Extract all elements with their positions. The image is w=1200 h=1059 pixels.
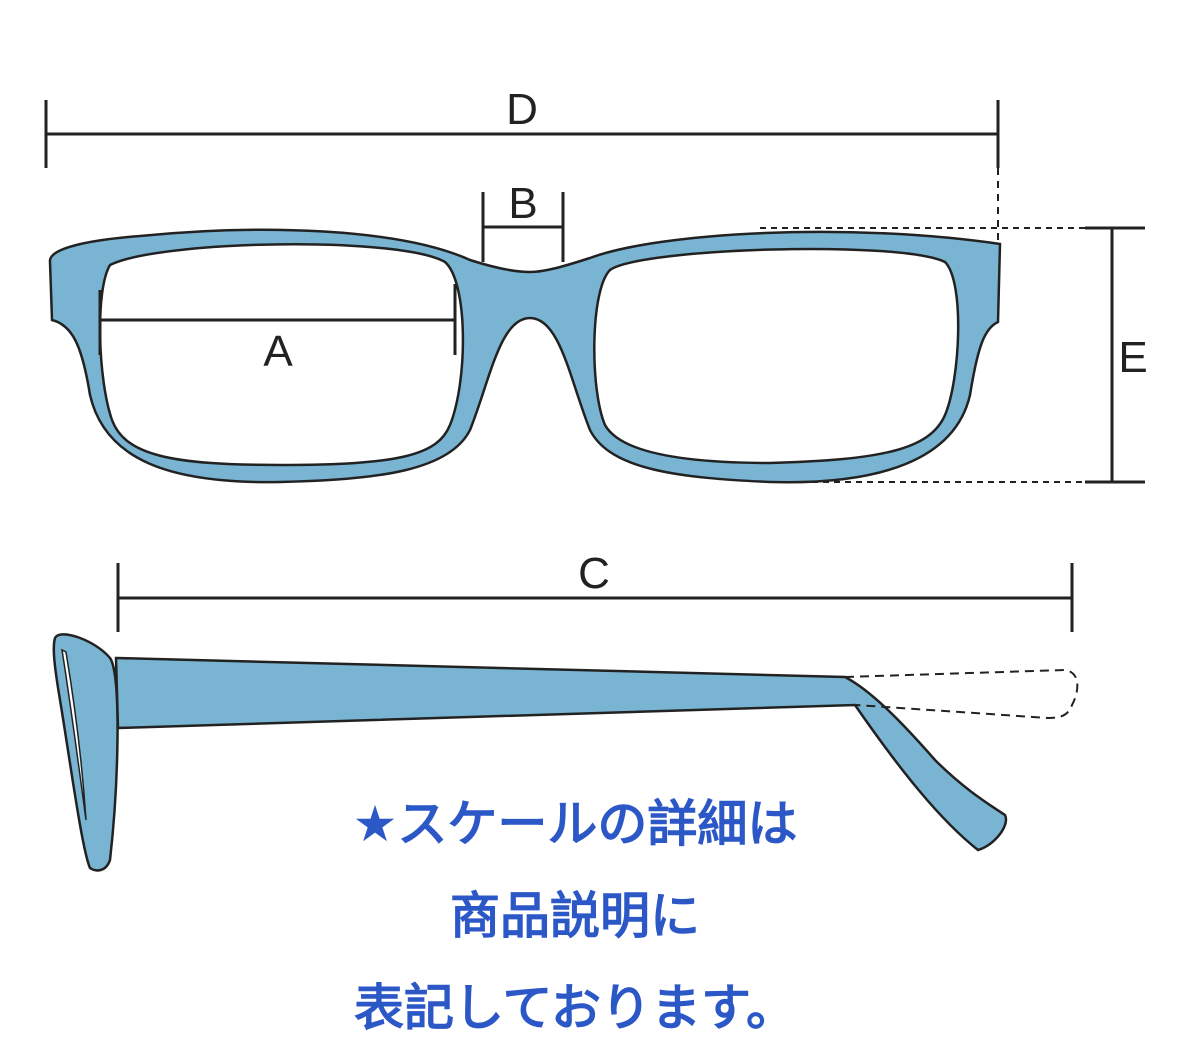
dimension-c bbox=[116, 563, 1074, 632]
dimension-e bbox=[760, 226, 1145, 484]
scale-note-caption: ★スケールの詳細は 商品説明に 表記しております。 bbox=[0, 778, 1150, 1054]
dimension-d bbox=[44, 100, 1000, 244]
label-d: D bbox=[506, 85, 538, 134]
label-a: A bbox=[263, 327, 293, 376]
glasses-side-view bbox=[52, 633, 1079, 872]
label-e: E bbox=[1118, 333, 1147, 382]
dimension-b bbox=[481, 192, 565, 262]
caption-line-2: 商品説明に bbox=[450, 887, 700, 945]
label-c: C bbox=[578, 549, 610, 598]
temple-arm bbox=[114, 656, 1008, 852]
caption-line-1: ★スケールの詳細は bbox=[352, 795, 798, 853]
glasses-front-view bbox=[48, 228, 1002, 484]
caption-line-3: 表記しております。 bbox=[354, 979, 796, 1037]
side-rim-lens-edge bbox=[61, 648, 87, 821]
dimension-a bbox=[98, 284, 457, 355]
temple-folded-outline bbox=[844, 668, 1079, 720]
label-b: B bbox=[508, 179, 537, 228]
front-frame bbox=[48, 228, 1002, 484]
